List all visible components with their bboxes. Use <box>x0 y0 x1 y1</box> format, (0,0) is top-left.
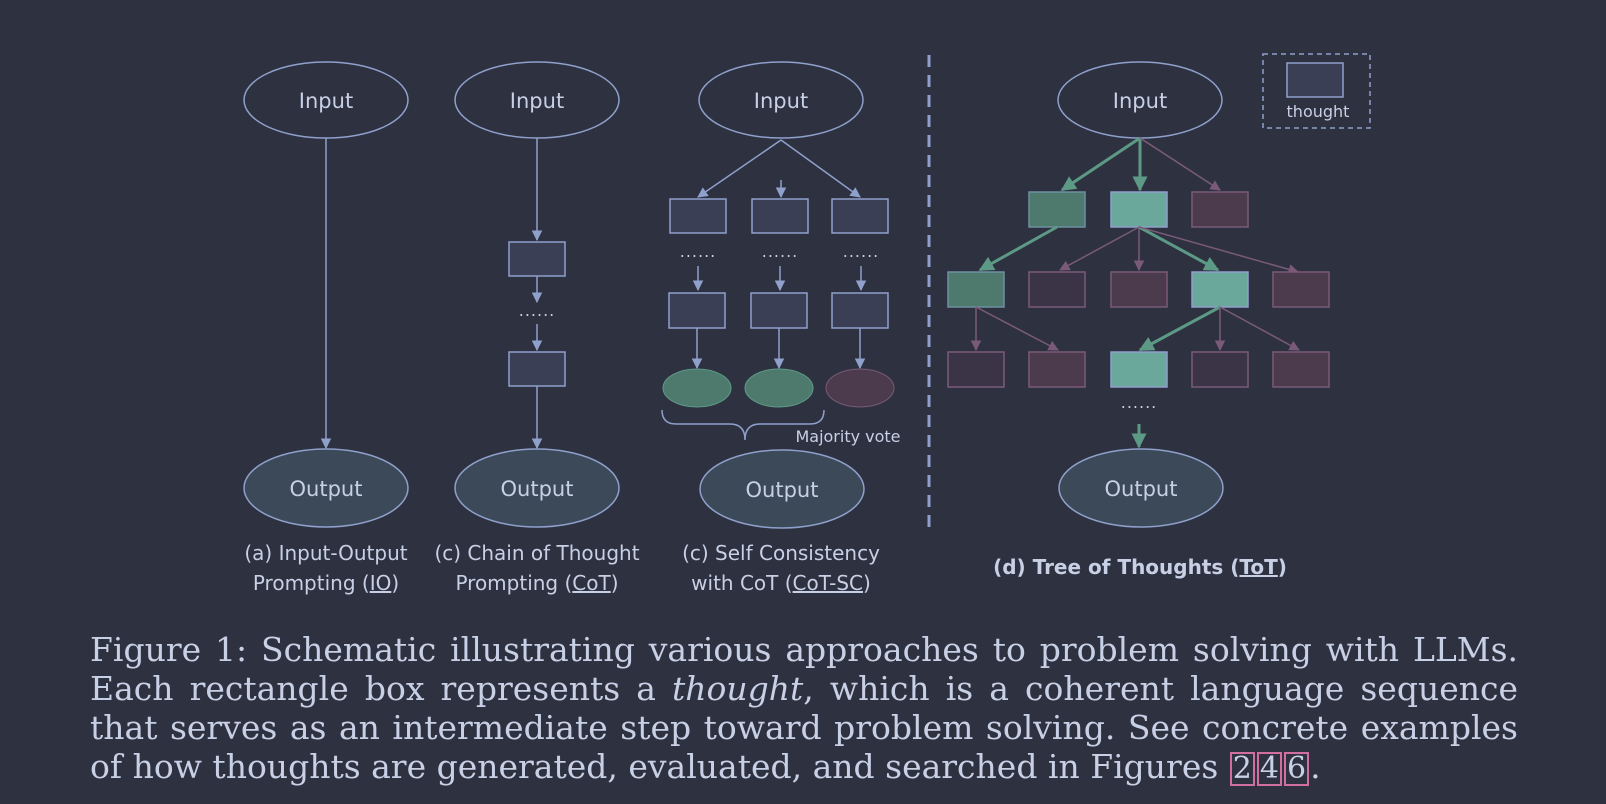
sc-thought-2b <box>750 292 808 329</box>
io-input-label: Input <box>299 89 353 113</box>
panel-cot-sc: Input ...... ...... ...... Majority vote… <box>661 61 901 595</box>
cot-output-label: Output <box>501 477 574 501</box>
tot-edge-r-1 <box>1060 136 1141 192</box>
tot-l2-a <box>947 271 1005 308</box>
caption-part2: , which is a coherent language sequence … <box>90 669 1518 786</box>
sc-dots-3: ...... <box>843 242 880 261</box>
io-caption-line1: (a) Input-Output <box>244 541 407 565</box>
figure-ref-6[interactable]: 6 <box>1283 752 1310 786</box>
tot-l1-c <box>1191 191 1249 228</box>
tot-dots: ...... <box>1121 393 1158 412</box>
tot-l3-c <box>1110 351 1168 388</box>
cot-link[interactable]: CoT <box>572 571 611 595</box>
tot-output-label: Output <box>1105 477 1178 501</box>
tot-l3-e <box>1272 351 1330 388</box>
tot-edge-b-3 <box>1138 225 1220 272</box>
tot-edge-a-1 <box>978 225 1058 272</box>
sc-edge-root-left <box>697 139 782 198</box>
sc-dots-1: ...... <box>680 242 717 261</box>
tot-l1-b <box>1110 191 1168 228</box>
cot-output-node <box>454 448 620 528</box>
tot-edge-b-1 <box>1059 226 1140 271</box>
legend-thought-label: thought <box>1287 102 1350 121</box>
tot-l1-a <box>1028 191 1086 228</box>
sc-majority-brace <box>661 409 825 441</box>
legend-box <box>1262 53 1371 129</box>
sc-thought-3a <box>831 198 889 234</box>
caption-end: . <box>1310 747 1321 786</box>
tot-edge-d-1 <box>1138 305 1221 352</box>
sc-thought-1a <box>669 198 727 234</box>
cot-dots: ...... <box>519 301 556 320</box>
sc-thought-1b <box>668 292 726 329</box>
io-link[interactable]: IO <box>370 571 392 595</box>
tot-l2-e <box>1272 271 1330 308</box>
sc-input-label: Input <box>754 89 808 113</box>
tot-l3-b <box>1028 351 1086 388</box>
sc-dots-2: ...... <box>762 242 799 261</box>
sc-answer-2 <box>744 368 814 408</box>
caption-part1: Figure 1: Schematic illustrating various… <box>90 630 1518 708</box>
sc-thought-3b <box>831 292 889 329</box>
tot-l3-a <box>947 351 1005 388</box>
sc-majority-vote-label: Majority vote <box>795 427 900 446</box>
sc-thought-2a <box>751 198 809 234</box>
io-output-label: Output <box>290 477 363 501</box>
tot-output-node <box>1058 448 1224 528</box>
sc-answer-1 <box>662 368 732 408</box>
tot-caption: (d) Tree of Thoughts (ToT) <box>993 555 1287 579</box>
sc-answer-3 <box>825 368 895 408</box>
sc-output-node <box>699 449 865 529</box>
sc-caption-line1: (c) Self Consistency <box>682 541 880 565</box>
panel-cot: Input ...... Output (c) Chain of Thought… <box>434 61 640 595</box>
tot-edge-d-3 <box>1219 306 1300 351</box>
figure-ref-2[interactable]: 2 <box>1229 752 1255 786</box>
figure-caption: Figure 1: Schematic illustrating various… <box>90 630 1518 786</box>
figure-diagram: Input Output (a) Input-Output Prompting … <box>243 53 1371 595</box>
sc-edge-root-right <box>780 139 861 198</box>
tot-l2-c <box>1110 271 1168 308</box>
tot-l2-d <box>1191 271 1249 308</box>
cot-thought-2 <box>508 351 566 387</box>
legend-thought-swatch <box>1286 62 1344 98</box>
sc-caption-line2: with CoT (CoT-SC) <box>691 571 871 595</box>
sc-input-node <box>698 61 864 139</box>
caption-emph-thought: thought <box>672 669 804 708</box>
tot-link[interactable]: ToT <box>1239 555 1278 579</box>
sc-output-label: Output <box>746 478 819 502</box>
figure-ref-4[interactable]: 4 <box>1256 752 1282 786</box>
cot-sc-link[interactable]: CoT-SC <box>793 571 863 595</box>
panel-io: Input Output (a) Input-Output Prompting … <box>243 61 409 595</box>
tot-l3-d <box>1191 351 1249 388</box>
tot-edge-r-3 <box>1139 137 1221 191</box>
tot-edge-c-2 <box>975 306 1059 351</box>
tot-l2-b <box>1028 271 1086 308</box>
cot-input-label: Input <box>510 89 564 113</box>
tot-edge-b-4 <box>1138 226 1300 275</box>
tot-input-label: Input <box>1113 89 1167 113</box>
cot-thought-1 <box>508 241 566 277</box>
io-output-node <box>243 448 409 528</box>
io-caption-line2: Prompting (IO) <box>253 571 399 595</box>
panel-tot: Input thought <box>947 53 1371 579</box>
cot-caption-line2: Prompting (CoT) <box>455 571 618 595</box>
cot-caption-line1: (c) Chain of Thought <box>434 541 639 565</box>
